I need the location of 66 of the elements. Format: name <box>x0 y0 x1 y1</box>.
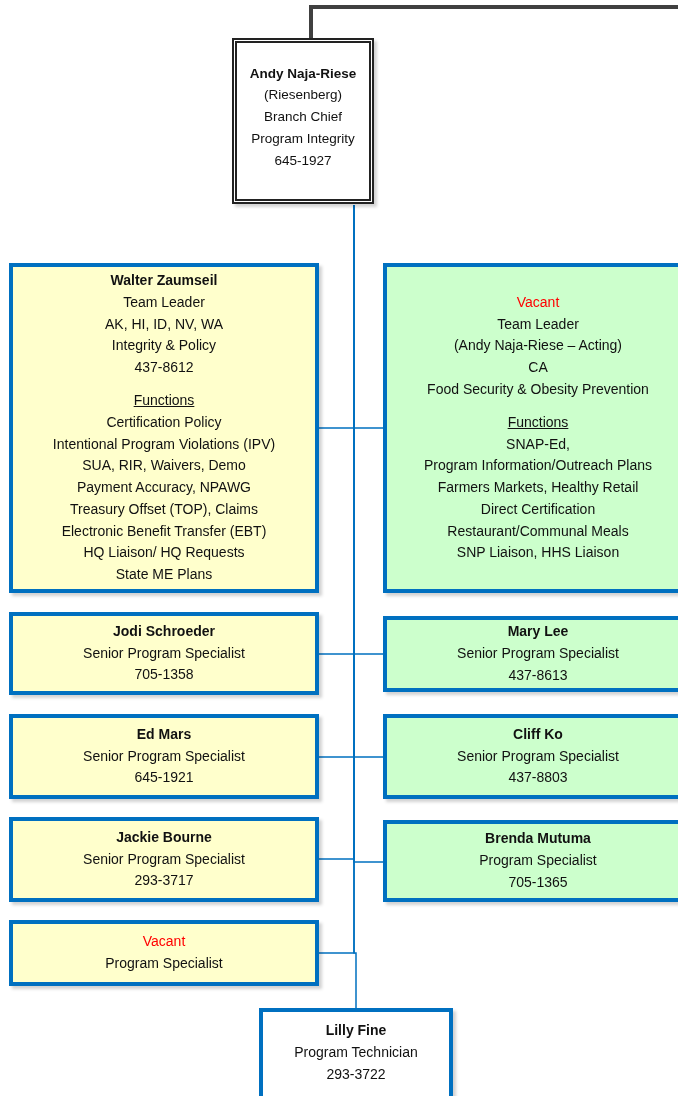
staff-box <box>383 263 678 593</box>
section-heading: Functions <box>507 412 569 432</box>
staff-box <box>9 817 319 902</box>
info-text: Program Technician <box>294 1042 418 1062</box>
info-text: Treasury Offset (TOP), Claims <box>70 499 258 519</box>
info-text: SNAP-Ed, <box>506 434 570 454</box>
staff-box <box>383 616 678 692</box>
info-text: Senior Program Specialist <box>457 644 619 664</box>
info-text: Payment Accuracy, NPAWG <box>77 478 251 498</box>
name-text: Andy Naja-Riese <box>249 64 357 83</box>
name-text: Jodi Schroeder <box>113 621 215 641</box>
info-text: Farmers Markets, Healthy Retail <box>437 478 639 498</box>
info-text: Team Leader <box>497 314 579 334</box>
info-text: CA <box>528 358 548 378</box>
info-text: Program Information/Outreach Plans <box>424 456 652 476</box>
info-text: 705-1365 <box>508 872 568 892</box>
info-text: Program Specialist <box>105 954 223 973</box>
info-text: Branch Chief <box>263 108 342 127</box>
info-text: AK, HI, ID, NV, WA <box>105 314 223 334</box>
staff-box <box>9 263 319 593</box>
info-text: HQ Liaison/ HQ Requests <box>83 543 245 563</box>
manager-box <box>232 38 374 204</box>
name-text: Cliff Ko <box>513 724 563 744</box>
vacant-text: Vacant <box>142 932 186 952</box>
info-text: Intentional Program Violations (IPV) <box>52 434 276 454</box>
vacant-text: Vacant <box>516 292 560 312</box>
staff-box <box>259 1008 453 1096</box>
info-text: Senior Program Specialist <box>83 746 245 766</box>
info-text: Senior Program Specialist <box>457 746 619 766</box>
info-text: Integrity & Policy <box>111 336 217 356</box>
info-text: Direct Certification <box>480 499 596 519</box>
info-text: Electronic Benefit Transfer (EBT) <box>61 521 267 541</box>
info-text: Senior Program Specialist <box>83 643 245 663</box>
info-text: 705-1358 <box>134 665 194 685</box>
name-text: Walter Zaumseil <box>110 270 218 290</box>
staff-box <box>383 820 678 902</box>
connector-line <box>309 5 678 38</box>
info-text: 293-3717 <box>134 871 194 891</box>
info-text: Team Leader <box>123 292 205 312</box>
info-text: 293-3722 <box>326 1064 386 1084</box>
info-text: Program Specialist <box>479 851 597 871</box>
info-text: 437-8613 <box>508 665 568 685</box>
staff-box <box>9 714 319 799</box>
info-text: 645-1927 <box>274 151 332 170</box>
info-text: State ME Plans <box>115 565 213 585</box>
info-text: SNP Liaison, HHS Liaison <box>456 543 620 563</box>
info-text: 437-8612 <box>134 358 194 378</box>
info-text: Certification Policy <box>106 412 222 432</box>
staff-box <box>383 714 678 799</box>
name-text: Mary Lee <box>507 622 569 642</box>
info-text: Program Integrity <box>251 129 355 148</box>
name-text: Lilly Fine <box>325 1021 387 1040</box>
section-heading: Functions <box>133 390 195 410</box>
info-text: 437-8803 <box>508 768 568 788</box>
info-text: SUA, RIR, Waivers, Demo <box>82 456 246 476</box>
name-text: Brenda Mutuma <box>485 829 591 849</box>
name-text: Jackie Bourne <box>116 827 212 847</box>
info-text: 645-1921 <box>134 768 194 788</box>
info-text: Restaurant/Communal Meals <box>447 521 629 541</box>
name-text: Ed Mars <box>136 724 192 744</box>
info-text: Food Security & Obesity Prevention <box>427 379 649 399</box>
staff-box <box>9 612 319 695</box>
staff-box <box>9 920 319 986</box>
info-text: (Riesenberg) <box>263 86 342 105</box>
info-text: (Andy Naja-Riese – Acting) <box>453 336 623 356</box>
info-text: Senior Program Specialist <box>83 849 245 869</box>
